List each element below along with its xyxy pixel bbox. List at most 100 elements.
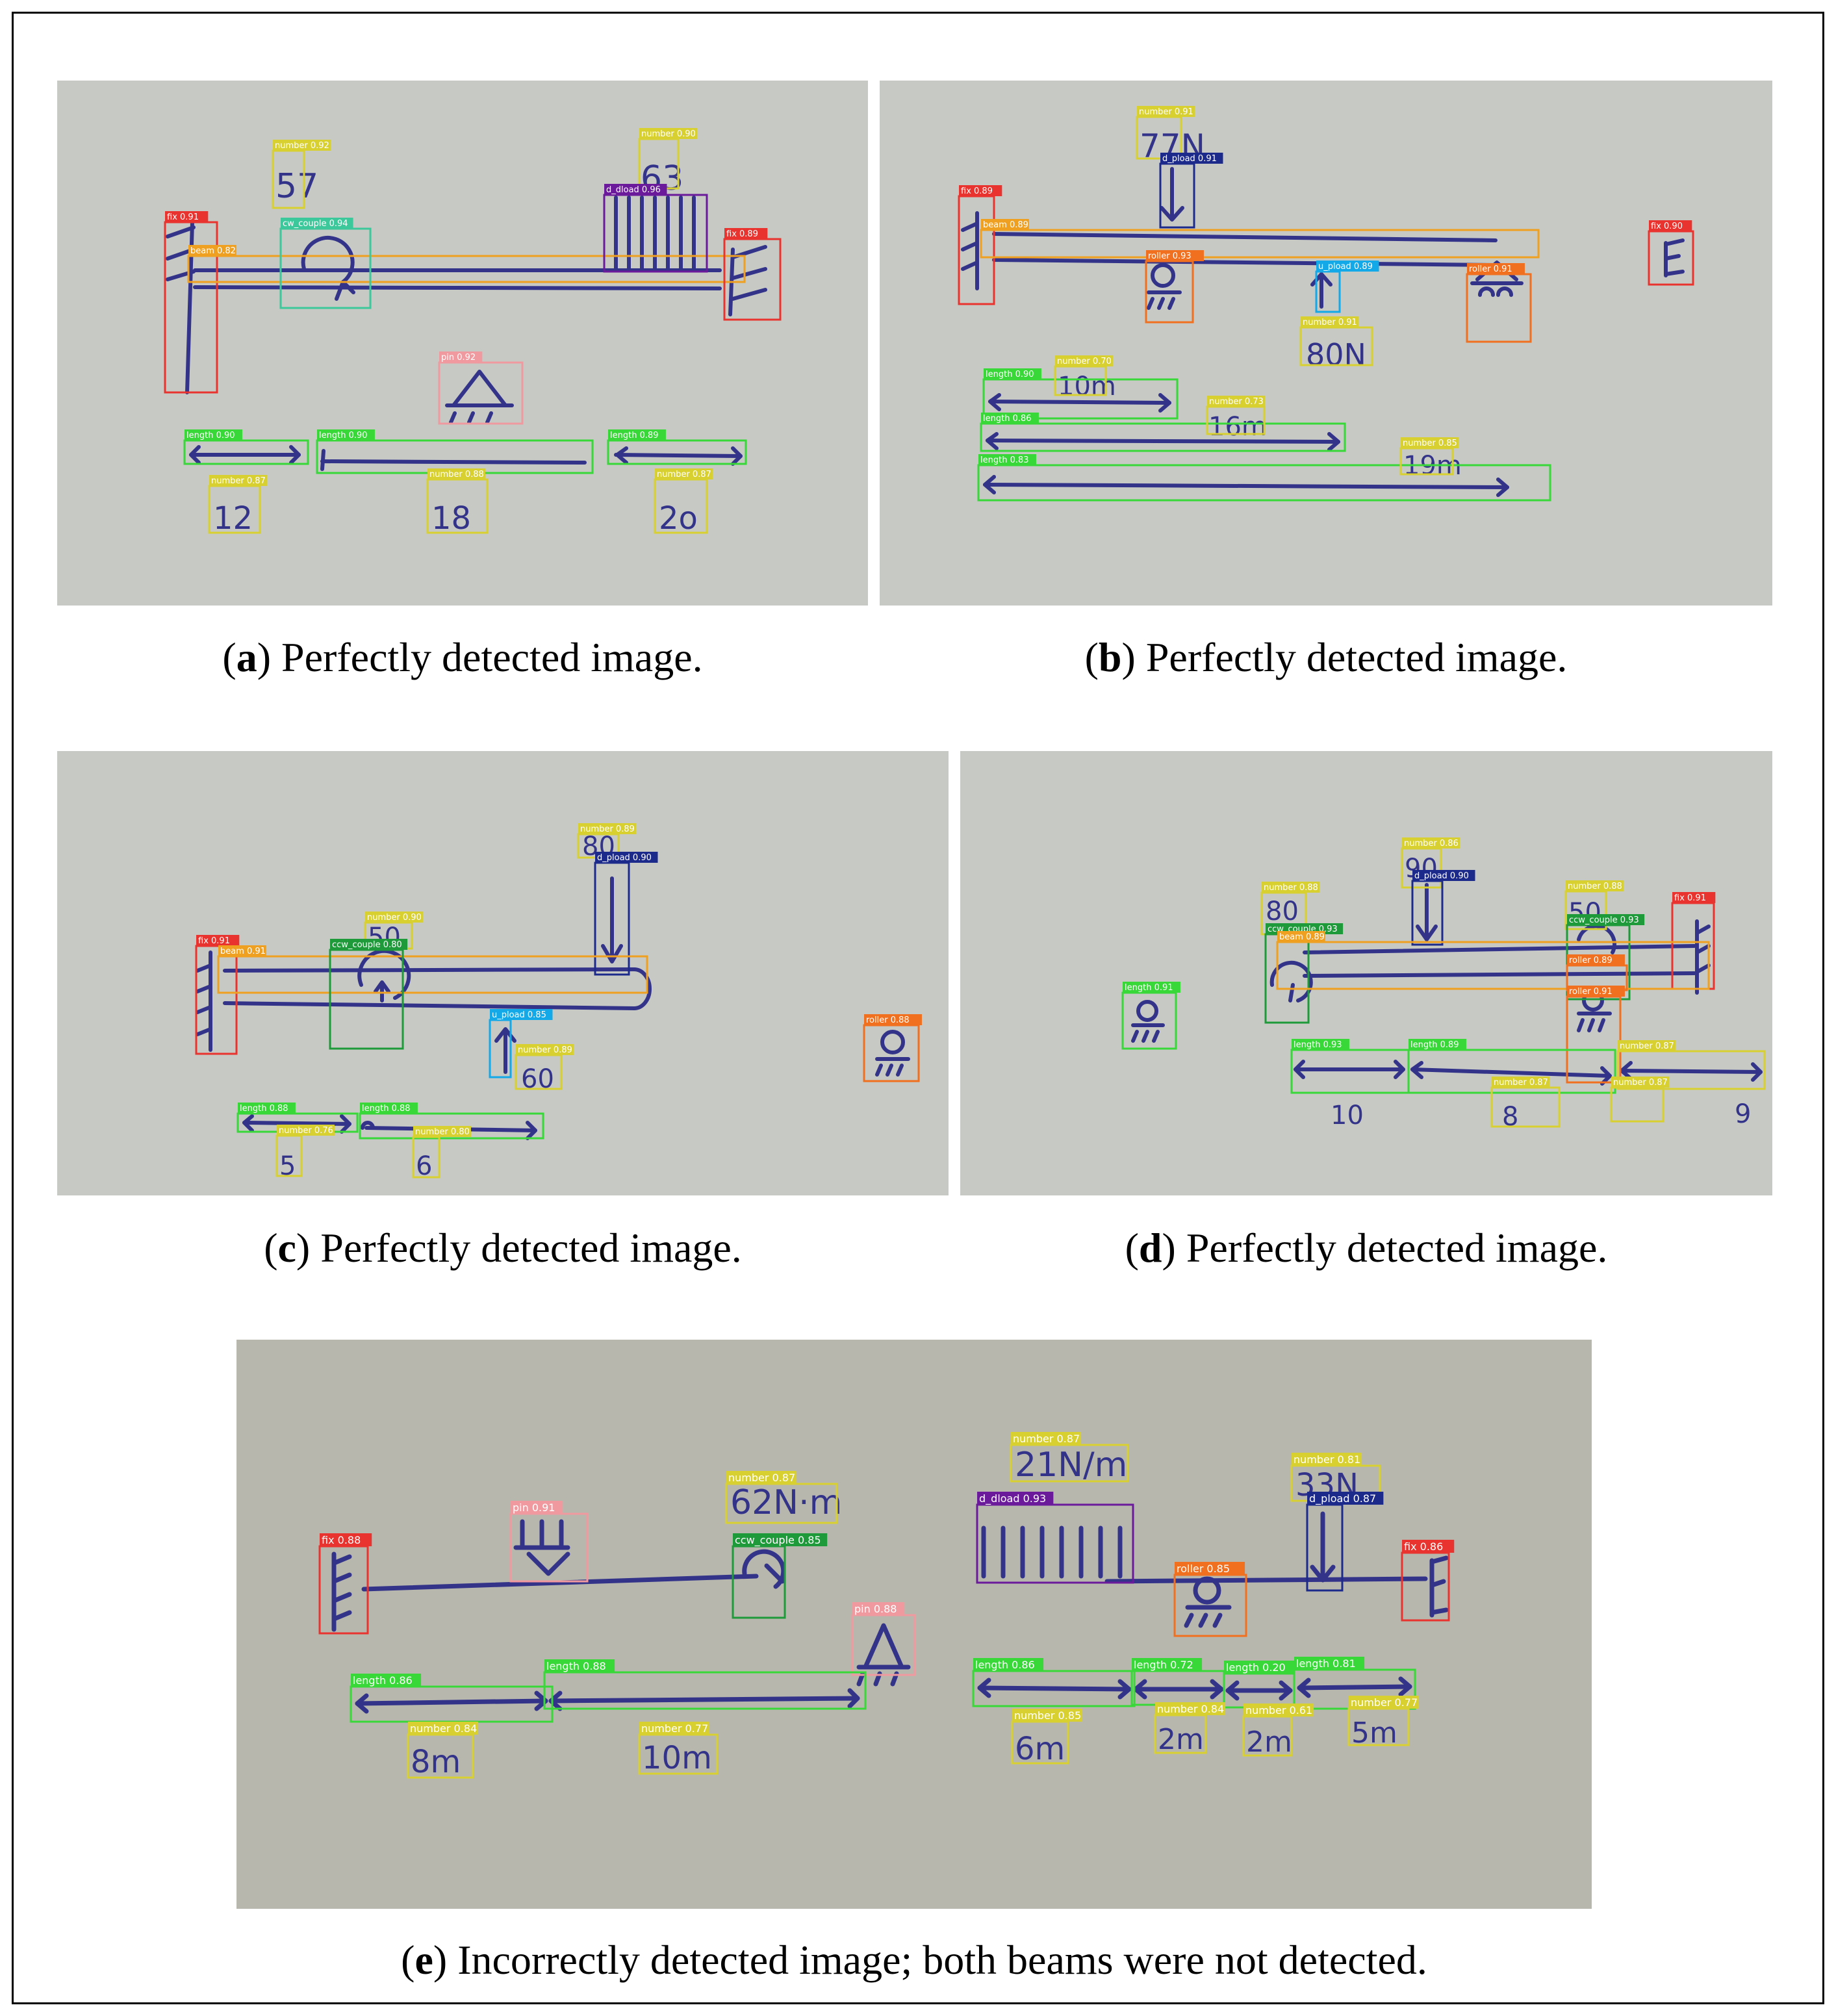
handdrawn-stroke: [977, 1678, 991, 1698]
detection-label-bg: [1160, 153, 1223, 164]
detection-box-d-dload: [976, 1503, 1134, 1584]
handdrawn-stroke: [1416, 925, 1438, 941]
handdrawn-stroke: [742, 1549, 786, 1589]
detection-label-bg: [185, 429, 242, 440]
handdrawn-stroke: [1577, 1012, 1612, 1032]
handdrawn-stroke: [242, 1114, 254, 1132]
handwritten-value: 80: [1266, 897, 1299, 926]
detection-label-bg: [516, 1044, 574, 1055]
detection-label: fix 0.91: [198, 936, 230, 946]
detection-label: number 0.90: [367, 913, 422, 923]
detection-label-bg: [1492, 1077, 1549, 1088]
detection-label: length 0.91: [1125, 983, 1173, 993]
handdrawn-stroke: [961, 222, 979, 232]
handdrawn-stroke: [1294, 1060, 1305, 1079]
handdrawn-stroke: [764, 1563, 785, 1584]
handdrawn-stroke: [986, 432, 999, 450]
handwritten-value: 62N·m: [730, 1483, 842, 1522]
detection-label: length 0.93: [1294, 1040, 1342, 1050]
detection-label: roller 0.89: [1569, 956, 1613, 965]
detection-box-length: [543, 1671, 867, 1710]
detection-label: number 0.91: [1303, 318, 1357, 327]
handdrawn-stroke: [196, 1027, 212, 1036]
detection-label-bg: [1307, 1492, 1384, 1505]
detection-label-bg: [330, 939, 408, 950]
detection-label: number 0.85: [1014, 1709, 1081, 1722]
detection-label: d_dload 0.96: [606, 185, 661, 195]
detection-label: beam 0.91: [220, 947, 266, 956]
detection-label-bg: [277, 1125, 335, 1136]
handdrawn-stroke: [1147, 290, 1182, 310]
detection-label: length 0.88: [362, 1104, 411, 1114]
handdrawn-stroke: [331, 1592, 352, 1603]
handdrawn-stroke: [961, 241, 979, 251]
handdrawn-stroke: [1193, 1576, 1221, 1605]
detection-label: number 0.89: [580, 824, 635, 834]
detection-label-bg: [981, 413, 1039, 424]
detection-label: number 0.87: [1013, 1433, 1080, 1445]
handdrawn-stroke: [331, 1572, 352, 1584]
detection-label: number 0.87: [1620, 1041, 1674, 1051]
detection-label: number 0.84: [1157, 1703, 1224, 1715]
detection-label-bg: [1123, 982, 1180, 993]
detection-label: cw_couple 0.94: [283, 219, 348, 229]
handwritten-value: 18: [431, 500, 471, 537]
handdrawn-stroke: [1496, 478, 1509, 497]
detection-box-length: [980, 422, 1346, 452]
detection-label: roller 0.93: [1148, 251, 1192, 261]
detection-label-bg: [365, 912, 423, 923]
detection-label-bg: [1409, 1039, 1466, 1050]
handdrawn-stroke: [1279, 1680, 1293, 1701]
detection-label-bg: [1277, 931, 1325, 942]
detection-label-bg: [981, 219, 1029, 230]
detection-label-bg: [1146, 250, 1204, 261]
detection-label: length 0.89: [1410, 1040, 1459, 1050]
handdrawn-stroke: [614, 453, 743, 458]
detection-label-bg: [1402, 1540, 1455, 1553]
handdrawn-stroke: [880, 1030, 905, 1054]
detection-label-bg: [320, 1533, 372, 1546]
handdrawn-stroke: [1394, 1060, 1405, 1079]
detection-label: roller 0.91: [1469, 264, 1512, 274]
detection-label-bg: [1175, 1562, 1245, 1575]
detection-label-bg: [1137, 106, 1195, 117]
detection-label: number 0.91: [1139, 107, 1193, 117]
detection-label: fix 0.86: [1404, 1540, 1443, 1553]
detection-label-bg: [984, 368, 1041, 379]
handdrawn-stroke: [1664, 254, 1681, 261]
detection-box-length: [359, 1112, 544, 1140]
handdrawn-stroke: [981, 1525, 1123, 1579]
handdrawn-stroke: [1104, 1576, 1428, 1584]
detection-label-bg: [733, 1533, 828, 1546]
handdrawn-stroke: [1620, 1061, 1633, 1080]
handdrawn-stroke: [196, 963, 212, 973]
handwritten-value: 2m: [1158, 1723, 1204, 1756]
handdrawn-stroke: [1225, 1680, 1240, 1701]
detection-label: length 0.72: [1134, 1659, 1193, 1671]
detection-label: number 0.77: [641, 1722, 708, 1735]
handdrawn-stroke: [331, 1610, 352, 1622]
handdrawn-stroke: [223, 967, 636, 973]
detection-label: length 0.86: [975, 1659, 1035, 1671]
detection-box-length: [977, 464, 1551, 502]
handwritten-value: 10: [1331, 1101, 1364, 1130]
caption-d: (d) Perfectly detected image.: [1125, 1225, 1608, 1271]
detection-box-length: [607, 439, 747, 465]
handdrawn-stroke: [988, 400, 1171, 405]
handwritten-value: 2o: [659, 500, 698, 537]
handdrawn-stroke: [1160, 206, 1184, 222]
handdrawn-stroke: [513, 1519, 570, 1576]
handdrawn-stroke: [731, 446, 743, 466]
handdrawn-stroke: [1303, 944, 1696, 954]
handdrawn-stroke: [1577, 924, 1617, 954]
detection-label-bg: [978, 454, 1036, 465]
detection-label: number 0.81: [1294, 1453, 1360, 1466]
detection-box-length: [183, 439, 309, 465]
detection-label-bg: [1012, 1709, 1083, 1722]
handwritten-value: 9: [1735, 1099, 1751, 1129]
detection-label: beam 0.82: [190, 246, 236, 256]
handdrawn-stroke: [856, 1623, 911, 1687]
handdrawn-stroke: [983, 475, 996, 494]
